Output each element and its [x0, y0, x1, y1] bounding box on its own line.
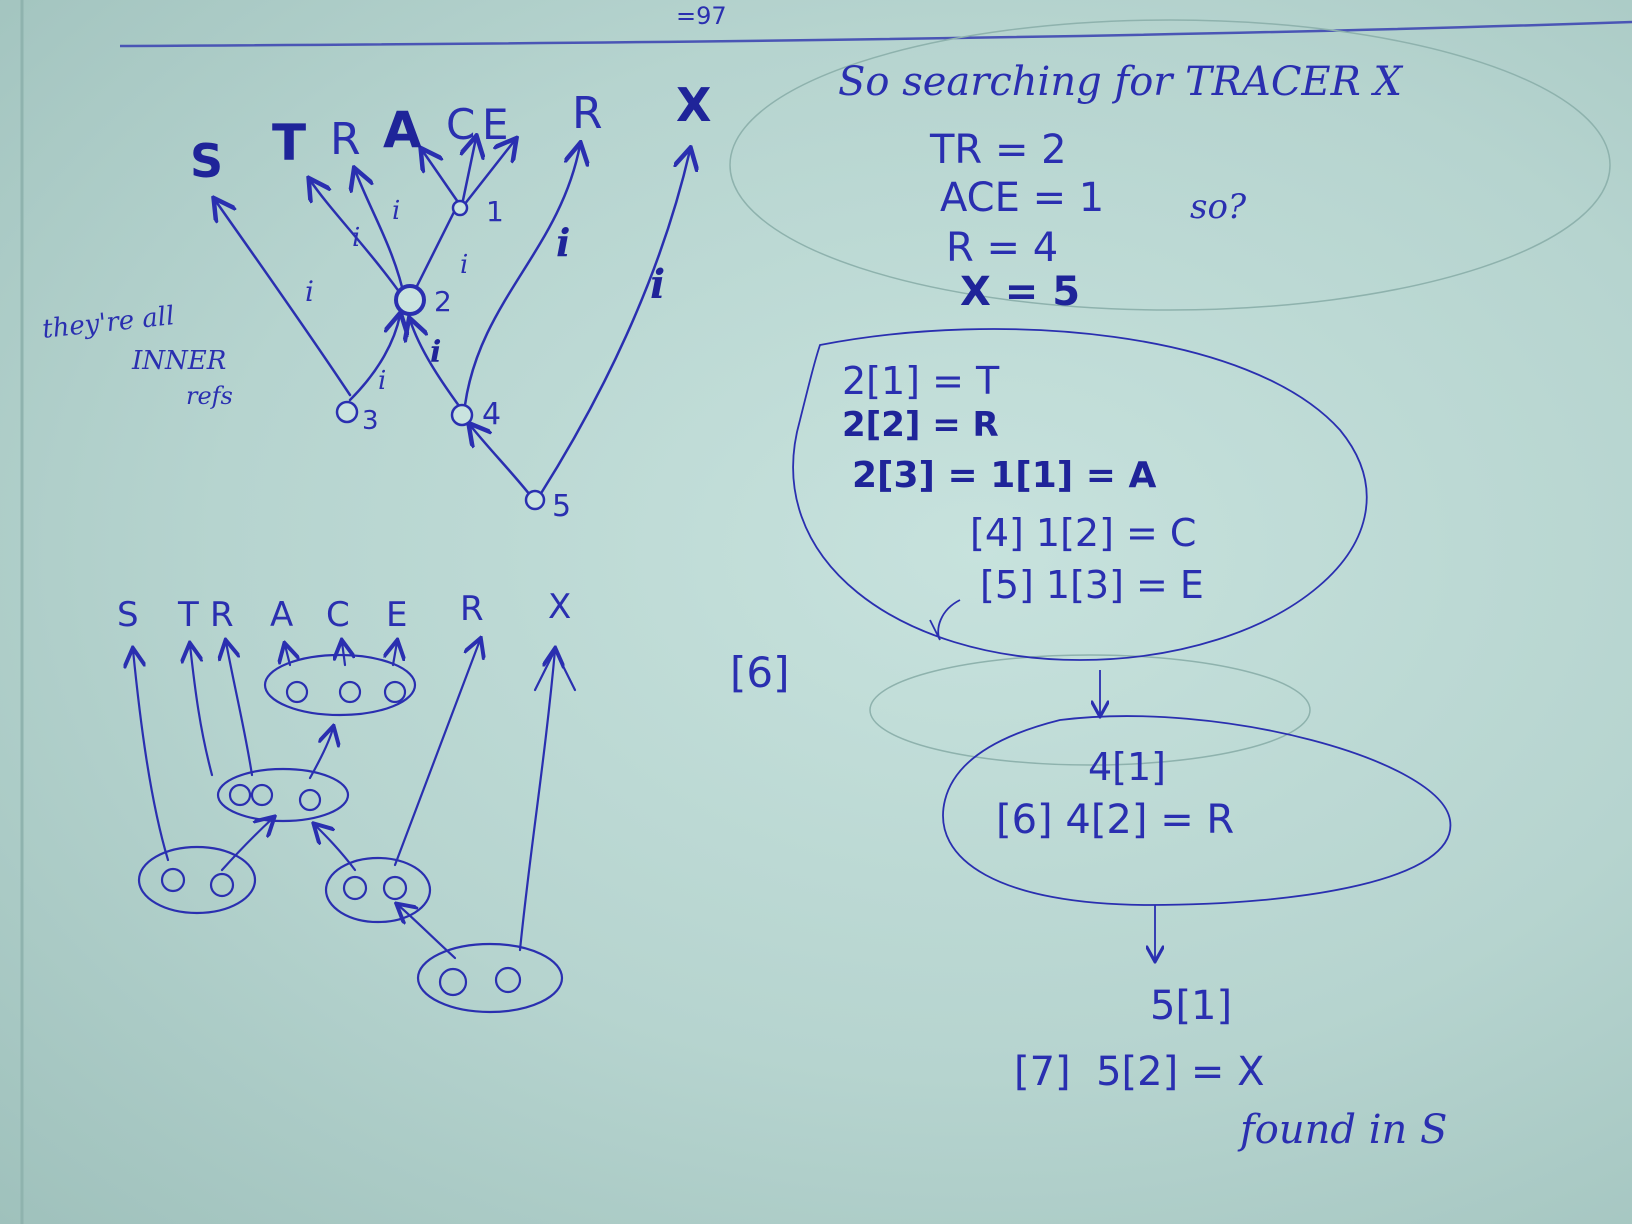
- bottom-letter-x: X: [548, 587, 572, 627]
- edge-label-node4: i: [430, 335, 442, 370]
- side-note-line2: INNER: [132, 346, 227, 376]
- block1-line1: 2[1] = T: [842, 359, 1000, 403]
- step-6: [6]: [730, 648, 790, 697]
- block1-line2: 2[2] = R: [842, 405, 999, 445]
- notes-heading: So searching for TRACER X: [838, 59, 1402, 105]
- node-label-4: 4: [482, 397, 502, 432]
- bottom-letter-r2: R: [460, 589, 484, 629]
- node-label-2: 2: [434, 285, 452, 318]
- node-label-1: 1: [486, 195, 504, 228]
- notes-question: so?: [1190, 187, 1247, 227]
- block3-line2: [7] 5[2] = X: [1014, 1049, 1265, 1095]
- block1-line4: [4] 1[2] = C: [970, 511, 1197, 555]
- node-label-5: 5: [552, 489, 572, 524]
- bottom-letter-t: T: [178, 595, 199, 635]
- top-letter-x: X: [676, 78, 712, 132]
- bottom-letter-c: C: [326, 595, 350, 635]
- top-letter-t: T: [272, 114, 307, 172]
- top-letter-s: S: [190, 134, 224, 188]
- edge-label-node3: i: [378, 366, 387, 396]
- top-letter-r1: R: [330, 114, 361, 165]
- bottom-letter-r1: R: [210, 595, 234, 635]
- edge-label-node1: i: [460, 250, 469, 280]
- top-letter-e: E: [482, 100, 509, 149]
- block3-line1: 5[1]: [1150, 983, 1233, 1029]
- top-letter-r2: R: [572, 88, 603, 139]
- assignment-x: X = 5: [960, 269, 1081, 315]
- bottom-letter-a: A: [270, 595, 294, 635]
- assignment-r: R = 4: [946, 225, 1059, 271]
- assignment-tr: TR = 2: [930, 127, 1067, 173]
- edge-label-r: i: [392, 196, 401, 226]
- edge-label-t: i: [352, 223, 361, 253]
- node-label-3: 3: [362, 406, 379, 436]
- result-note: found in S: [1240, 1107, 1448, 1153]
- header-fragment: =97: [676, 2, 727, 30]
- block2-line1: 4[1]: [1088, 745, 1167, 789]
- block1-line5: [5] 1[3] = E: [980, 563, 1204, 607]
- side-note-line3: refs: [186, 382, 233, 410]
- bottom-letter-s: S: [117, 595, 139, 635]
- bottom-letter-e: E: [386, 595, 408, 635]
- edge-label-r2: i: [556, 220, 571, 265]
- edge-label-x: i: [650, 261, 666, 308]
- assignment-ace: ACE = 1: [940, 175, 1105, 221]
- top-letter-c: C: [446, 100, 476, 149]
- block2-line2: [6] 4[2] = R: [996, 797, 1235, 843]
- block1-line3: 2[3] = 1[1] = A: [852, 455, 1157, 496]
- edge-label-s: i: [305, 275, 314, 308]
- top-letter-a: A: [383, 101, 422, 159]
